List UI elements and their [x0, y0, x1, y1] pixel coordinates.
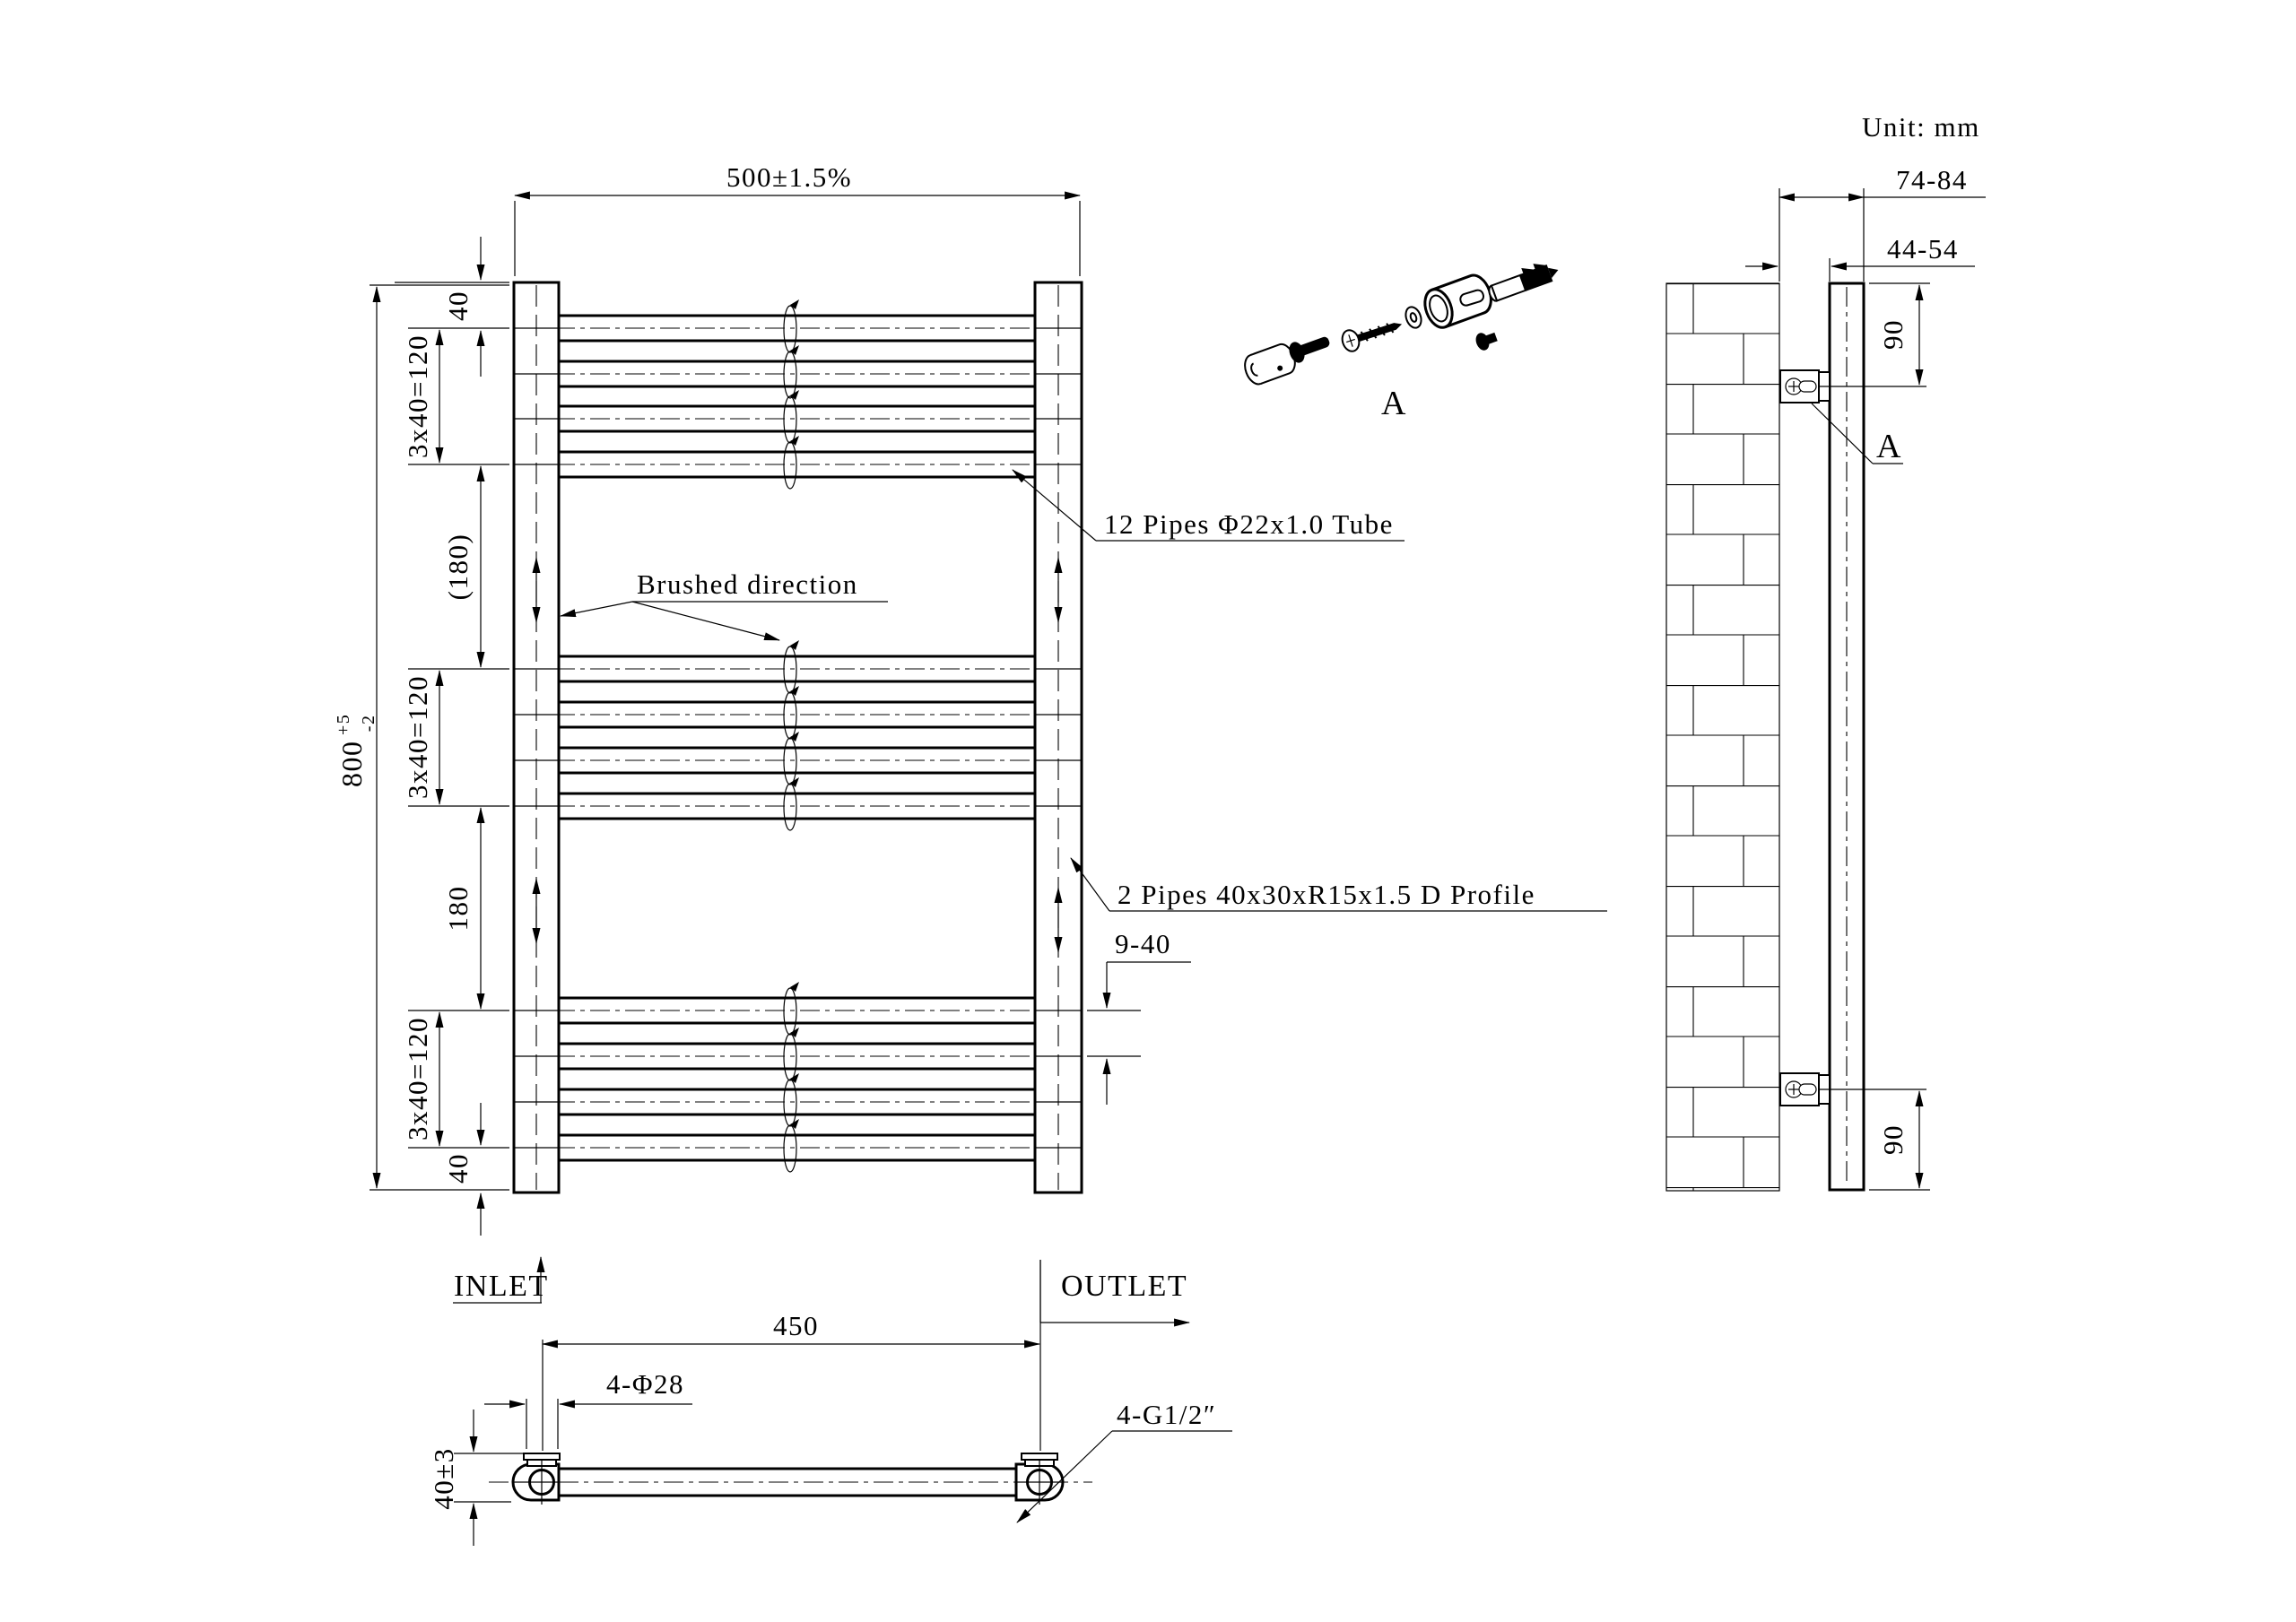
dim-wall-outer: 74-84	[1778, 164, 1986, 282]
brushed-direction-text: Brushed direction	[637, 568, 858, 600]
inlet-label: INLET	[454, 1270, 549, 1303]
dim-holes-label: 4-Φ28	[606, 1368, 684, 1400]
detail-a-exploded-label: A	[1381, 385, 1407, 422]
detail-a-side-label: A	[1876, 428, 1902, 465]
dim-depth-40: 40±3	[428, 1409, 523, 1546]
wall-anchor-part	[1488, 264, 1559, 302]
exploded-hardware-detail: A	[1244, 264, 1559, 422]
dim-top-40: 40	[442, 291, 474, 321]
label-tubes-leader: 12 Pipes Φ22x1.0 Tube	[1012, 469, 1405, 542]
bolt-part	[1289, 336, 1330, 363]
label-thread-leader: 4-G1/2″	[1016, 1399, 1232, 1523]
dim-90-top-label: 90	[1877, 319, 1909, 350]
dim-group-top: 3x40=120	[402, 334, 433, 458]
dim-width-500: 500±1.5%	[513, 161, 1082, 276]
wall-section	[1665, 282, 1780, 1192]
dim-gap: 180	[442, 886, 474, 932]
dim-centers-450: 450	[541, 1260, 1041, 1451]
dim-wall-inner: 44-54	[1745, 233, 1975, 282]
outlet-callout: OUTLET	[1039, 1260, 1191, 1327]
dim-depth-label: 40±3	[428, 1447, 459, 1510]
dim-group-mid: 3x40=120	[402, 675, 433, 799]
label-posts-leader: 2 Pipes 40x30xR15x1.5 D Profile	[1070, 857, 1607, 912]
front-view: 500±1.5% 800 +5 -2 40 3x4	[334, 161, 1607, 1327]
label-thread: 4-G1/2″	[1117, 1399, 1216, 1430]
label-brushed-direction: Brushed direction	[559, 568, 888, 641]
screw-part	[1341, 323, 1403, 352]
brush-direction-arrows	[532, 556, 1063, 954]
dim-90-bottom-label: 90	[1877, 1124, 1909, 1155]
label-posts: 2 Pipes 40x30xR15x1.5 D Profile	[1118, 879, 1535, 910]
dim-pitch-label: 9-40	[1115, 928, 1171, 959]
dim-group-bottom: 3x40=120	[402, 1017, 433, 1141]
small-screw-part	[1475, 332, 1498, 351]
dim-gap-ref: (180)	[442, 533, 474, 601]
detail-a-leader: A	[1811, 403, 1903, 465]
dim-wall-inner-label: 44-54	[1887, 233, 1959, 265]
unit-note: Unit: mm	[1862, 111, 1980, 143]
dim-90-top: 90	[1869, 282, 1930, 386]
bottom-view: 450 4-Φ28 40±3 4-G1/2″	[428, 1260, 1232, 1546]
dim-centers-label: 450	[773, 1310, 819, 1341]
dim-90-bottom: 90	[1869, 1089, 1930, 1191]
dim-bottom-40: 40	[442, 1153, 474, 1184]
label-tubes: 12 Pipes Φ22x1.0 Tube	[1104, 508, 1394, 540]
dim-left-stack: 40 3x40=120 (180) 3x40=120 180 3x40=120 …	[395, 237, 509, 1236]
dim-height-800: 800 +5 -2	[334, 284, 509, 1191]
dim-wall-outer-label: 74-84	[1896, 164, 1968, 195]
dim-pitch-9-40: 9-40	[1087, 928, 1191, 1105]
washer-part	[1405, 306, 1422, 329]
outlet-label: OUTLET	[1061, 1270, 1187, 1303]
side-view: 90 90 74-84 44-54 A	[1665, 164, 1986, 1192]
dim-holes-4x28: 4-Φ28	[484, 1368, 692, 1449]
dim-height-label: 800 +5 -2	[334, 708, 378, 787]
inlet-callout: INLET	[453, 1255, 549, 1304]
pipes	[512, 298, 1083, 1174]
dim-width-label: 500±1.5%	[726, 161, 852, 193]
sleeve-part	[1423, 273, 1492, 329]
